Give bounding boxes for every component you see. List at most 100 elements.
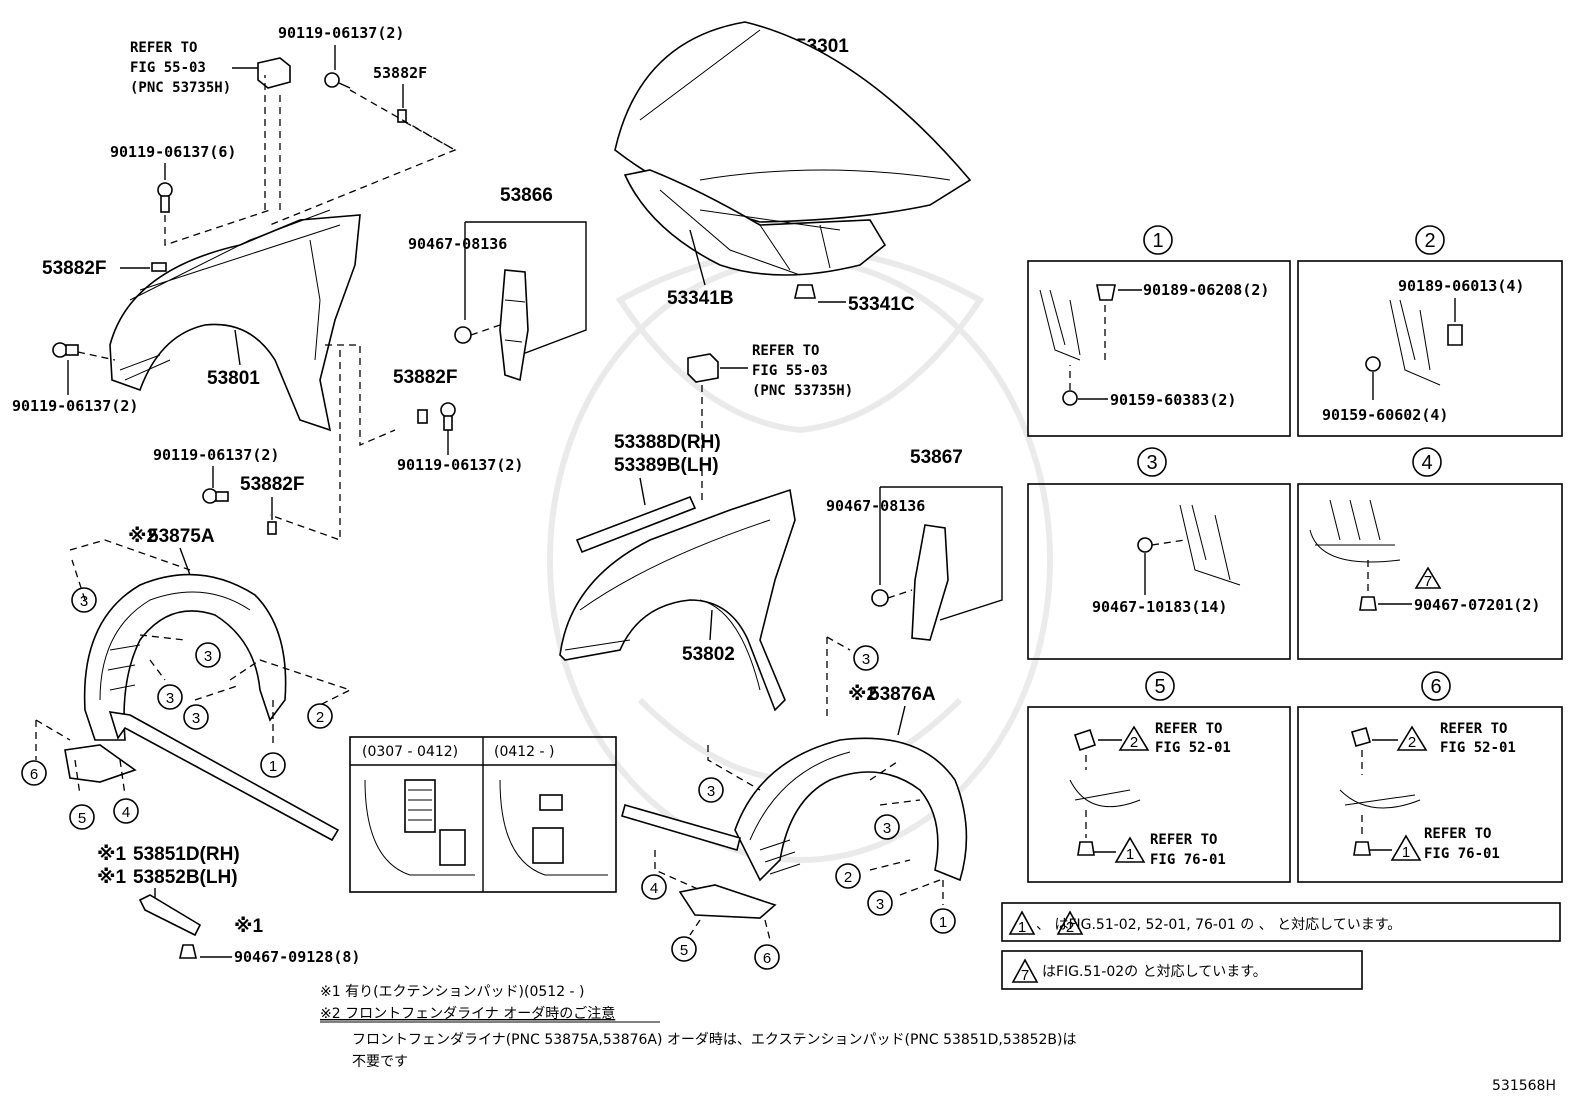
mark-1-b: ※1: [97, 867, 126, 888]
detail-2-label: 2: [1424, 230, 1435, 252]
note-3: フロントフェンダライナ(PNC 53875A,53876A) オーダ時は、エクス…: [352, 1032, 1076, 1048]
bracket-53867: [911, 524, 949, 641]
inset-box: [349, 736, 617, 893]
detail-3-text-1: 90467-10183(14): [1092, 598, 1227, 616]
pad-block-icon: [257, 57, 291, 89]
bolt-icon: [202, 488, 229, 504]
hood-insulator-53341B: [623, 169, 887, 276]
detail-6-label: 6: [1430, 676, 1441, 698]
triangle-7-icon: [1011, 958, 1039, 983]
part-53882F-low: 53882F: [240, 474, 304, 495]
liner-53876A: [678, 737, 968, 919]
cross-ref-box-2: [1001, 950, 1363, 990]
detail-5-drawing: [1069, 728, 1141, 856]
inset-a-label: (0307 - 0412): [362, 744, 458, 760]
clip-icon: [793, 284, 817, 299]
refer-label-1b: FIG 55-03: [130, 60, 206, 76]
refer-label-1c: (PNC 53735H): [130, 80, 231, 96]
mark-1-c: ※1: [234, 916, 263, 937]
diagram-code: 531568H: [1492, 1078, 1556, 1094]
detail-box-4: [1297, 483, 1563, 660]
detail-6-drawing: [1339, 727, 1421, 856]
part-53882F-left: 53882F: [42, 258, 106, 279]
triangle-2-icon: [1056, 910, 1084, 935]
arrow-icon: [621, 804, 741, 852]
clip-icon: [454, 324, 501, 344]
detail-5-refer-1a: REFER TO: [1155, 721, 1222, 737]
detail-1-number: [1143, 225, 1173, 255]
mark-2-right: ※2: [848, 684, 877, 705]
warning-triangle-icon: [1414, 566, 1442, 589]
part-90467-08136-a: 90467-08136: [408, 235, 507, 253]
inset-a-drawing: [364, 779, 475, 876]
part-53341C: 53341C: [848, 294, 915, 315]
inset-b-label: (0412 - ): [494, 744, 555, 760]
detail-1-drawing: [1039, 284, 1116, 406]
arrow-icon: [108, 711, 340, 842]
note-2: ※2 フロントフェンダライナ オーダ時のご注意: [320, 1005, 615, 1022]
fender-53801: [109, 209, 361, 432]
svg-text:3: 3: [883, 820, 891, 837]
cross-ref-text-2: はFIG.51-02の と対応しています。: [1042, 964, 1267, 980]
clip-icon: [178, 944, 198, 959]
svg-text:5: 5: [78, 810, 86, 827]
svg-text:4: 4: [122, 804, 130, 821]
detail-box-1: [1027, 260, 1291, 437]
extension-pad: [138, 894, 202, 937]
svg-text:6: 6: [30, 766, 38, 783]
detail-3-label: 3: [1146, 452, 1157, 474]
part-53866: 53866: [500, 185, 553, 206]
tri-num: 2: [1066, 919, 1074, 936]
svg-text:3: 3: [80, 593, 88, 610]
liner-53875A: [64, 573, 287, 783]
part-53389B: 53389B(LH): [614, 455, 719, 476]
part-90119-06137-top: 90119-06137(2): [278, 24, 404, 42]
detail-4-text-1: 90467-07201(2): [1414, 596, 1540, 614]
part-53852B: 53852B(LH): [133, 867, 238, 888]
part-53882F-mid: 53882F: [393, 367, 457, 388]
note-1: ※1 有り(エクテンションパッド)(0512 - ): [320, 984, 585, 1000]
svg-text:2: 2: [316, 709, 324, 726]
svg-text:3: 3: [876, 896, 884, 913]
detail-3-number: [1137, 447, 1167, 477]
warning-triangle-icon: [1390, 834, 1422, 861]
part-90119-06137-mid: 90119-06137(2): [397, 456, 523, 474]
detail-6-number: [1421, 671, 1451, 701]
part-53801: 53801: [207, 368, 260, 389]
bracket-53866: [499, 269, 529, 382]
detail-5-refer-2a: REFER TO: [1150, 832, 1217, 848]
svg-text:1: 1: [939, 914, 947, 931]
detail-2-number: [1415, 225, 1445, 255]
refer-label-2a: REFER TO: [752, 343, 819, 359]
inset-b-drawing: [499, 779, 608, 876]
warning-triangle-icon: [1114, 836, 1146, 863]
detail-6-refer-1b: FIG 52-01: [1440, 740, 1516, 756]
note-4: 不要です: [352, 1054, 408, 1070]
part-53802: 53802: [682, 644, 735, 665]
mark-1-a: ※1: [97, 844, 126, 865]
detail-4-triangle: 7: [1424, 573, 1432, 590]
refer-label-2c: (PNC 53735H): [752, 383, 853, 399]
clip-icon: [871, 589, 913, 607]
cross-ref-box-1: [1001, 902, 1561, 942]
detail-2-drawing: [1365, 299, 1463, 386]
detail-2-text-2: 90159-60602(4): [1322, 406, 1448, 424]
svg-text:2: 2: [1130, 734, 1138, 751]
detail-6-refer-1a: REFER TO: [1440, 721, 1507, 737]
svg-text:5: 5: [680, 942, 688, 959]
detail-3-drawing: [1137, 504, 1241, 586]
pad-icon: [397, 109, 407, 123]
part-90119-06137-low: 90119-06137(2): [153, 446, 279, 464]
detail-4-number: [1412, 447, 1442, 477]
refer-label-2b: FIG 55-03: [752, 363, 828, 379]
pad-block-icon: [687, 353, 719, 383]
svg-text:3: 3: [707, 783, 715, 800]
part-53876A: 53876A: [869, 684, 936, 705]
fender-53802: [559, 488, 796, 712]
bolt-icon: [440, 402, 456, 431]
part-53882F-top: 53882F: [373, 64, 427, 82]
warning-triangle-icon: [1118, 725, 1150, 751]
svg-text:2: 2: [844, 869, 852, 886]
part-53341B: 53341B: [667, 288, 734, 309]
